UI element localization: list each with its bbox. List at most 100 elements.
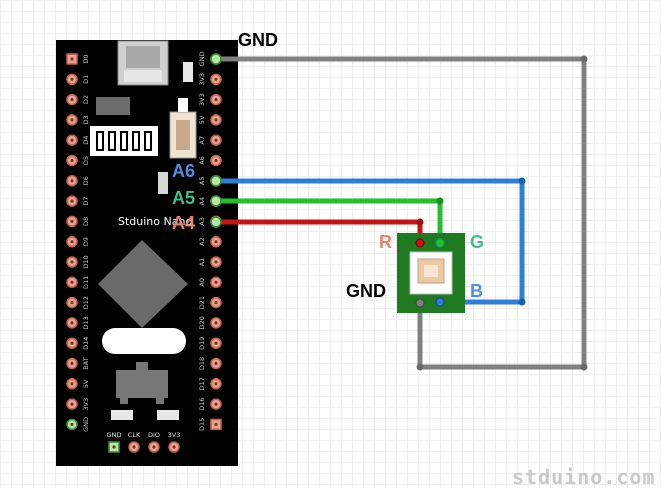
bottom-pin-3v3-hole [172,445,176,449]
bottom-pin-gnd-hole [112,445,116,449]
right-pin-label-gnd: GND [198,52,206,67]
crystal [102,328,186,354]
right-pin-d16-hole [214,402,218,406]
bottom-pin-label-clk: CLK [128,431,141,439]
right-pin-a2-hole [214,240,218,244]
mcu-chip [98,240,188,328]
left-pin-d7-hole [70,199,74,203]
left-pin-label-d5: D5 [82,156,90,165]
left-pin-label-d0: D0 [82,54,90,63]
bottom-pin-label-gnd: GND [107,431,122,439]
right-pin-label-d17: D17 [198,377,206,390]
right-pin-label-a4: A4 [198,197,206,206]
left-pin-d4-hole [70,138,74,142]
right-pin-label-d19: D19 [198,337,206,350]
label-gnd-led: GND [346,281,386,301]
left-pin-label-d14: D14 [82,337,90,350]
left-pin-bat-hole [70,361,74,366]
left-pin-d9-hole [70,240,74,244]
left-pin-label-3v3: 3V3 [82,398,90,411]
bottom-pin-clk-hole [132,445,136,449]
right-pin-3v3-hole [214,77,218,81]
left-pin-d0-hole [70,57,74,61]
wire-blue-a6 [213,178,525,305]
stduino-nano-board: Stduino Nano D0D1D2D3D4D5D6D7D8D9D10D11D… [56,40,238,466]
left-pin-d6-hole [70,179,74,183]
right-pin-label-d20: D20 [198,316,206,329]
left-pin-3v3-hole [70,402,74,406]
right-pin-d20-hole [214,321,218,325]
right-pin-d17-hole [214,382,218,386]
right-pin-label-d15: D15 [198,418,206,431]
left-pin-label-d1: D1 [82,75,90,84]
left-pin-gnd-hole [70,422,74,426]
right-pin-label-a2: A2 [198,237,206,246]
left-pin-label-d6: D6 [82,176,90,185]
left-pin-label-d11: D11 [82,276,90,289]
right-pin-label-a3: A3 [198,217,206,226]
right-pin-d15-hole [214,422,218,426]
rgb-led-module [397,233,465,313]
left-pin-d12-hole [70,301,74,305]
left-pin-label-d12: D12 [82,296,90,309]
left-pin-label-d10: D10 [82,255,90,268]
left-pin-label-d9: D9 [82,237,90,246]
left-pin-label-d13: D13 [82,316,90,329]
right-pin-a0-hole [214,280,218,284]
right-pin-a6-hole [214,158,218,163]
left-pin-label-d8: D8 [82,217,90,226]
right-pin-3v3-hole [214,98,218,102]
right-pin-d21-hole [214,301,218,305]
right-pin-5v-hole [214,118,218,122]
smd-component [183,62,193,82]
bottom-pin-dio-hole [152,445,156,449]
right-pin-label-a7: A7 [198,136,206,145]
right-pin-d18-hole [214,361,218,366]
left-pin-label-gnd: GND [82,417,90,432]
wire-gnd [213,56,587,370]
left-pin-d10-hole [70,260,74,264]
left-pin-label-d3: D3 [82,115,90,124]
wire-joints [416,55,588,371]
left-pin-d3-hole [70,118,74,122]
connected-pins [210,53,222,228]
right-pin-d19-hole [214,341,218,345]
label-a6: A6 [172,161,195,181]
right-pin-label-3v3: 3V3 [198,73,206,86]
label-a5: A5 [172,188,195,208]
right-pin-label-d21: D21 [198,296,206,309]
left-pin-label-bat: BAT [82,357,90,369]
label-a4: A4 [172,213,195,233]
bottom-pin-label-3v3: 3V3 [168,431,181,439]
bottom-pin-label-dio: DIO [148,431,160,439]
right-pin-label-a5: A5 [198,177,206,186]
right-pin-a1-hole [214,260,218,264]
voltage-regulator [116,370,168,398]
left-pin-d1-hole [70,77,74,81]
smd-component [158,172,168,194]
label-led-r: R [379,232,392,252]
chip [96,97,130,115]
smd-component [111,410,133,420]
right-pin-label-d18: D18 [198,357,206,370]
right-pin-label-3v3: 3V3 [198,93,206,106]
board-name: Stduino Nano [118,215,192,228]
left-pin-d5-hole [70,158,74,163]
left-pin-d13-hole [70,321,74,325]
left-pin-d2-hole [70,98,74,102]
watermark: stduino.com [512,465,655,489]
label-led-b: B [470,281,483,301]
left-pin-d8-hole [70,219,74,223]
left-pin-label-d7: D7 [82,197,90,206]
right-pin-a7-hole [214,138,218,142]
smd-component [157,410,179,420]
left-pin-d14-hole [70,341,74,345]
right-pin-label-a0: A0 [198,278,206,287]
right-pin-label-a6: A6 [198,156,206,165]
label-led-g: G [470,232,484,252]
left-pin-d11-hole [70,280,74,284]
left-pin-5v-hole [70,382,74,386]
left-pin-label-d4: D4 [82,136,90,145]
label-gnd-top: GND [238,30,278,50]
